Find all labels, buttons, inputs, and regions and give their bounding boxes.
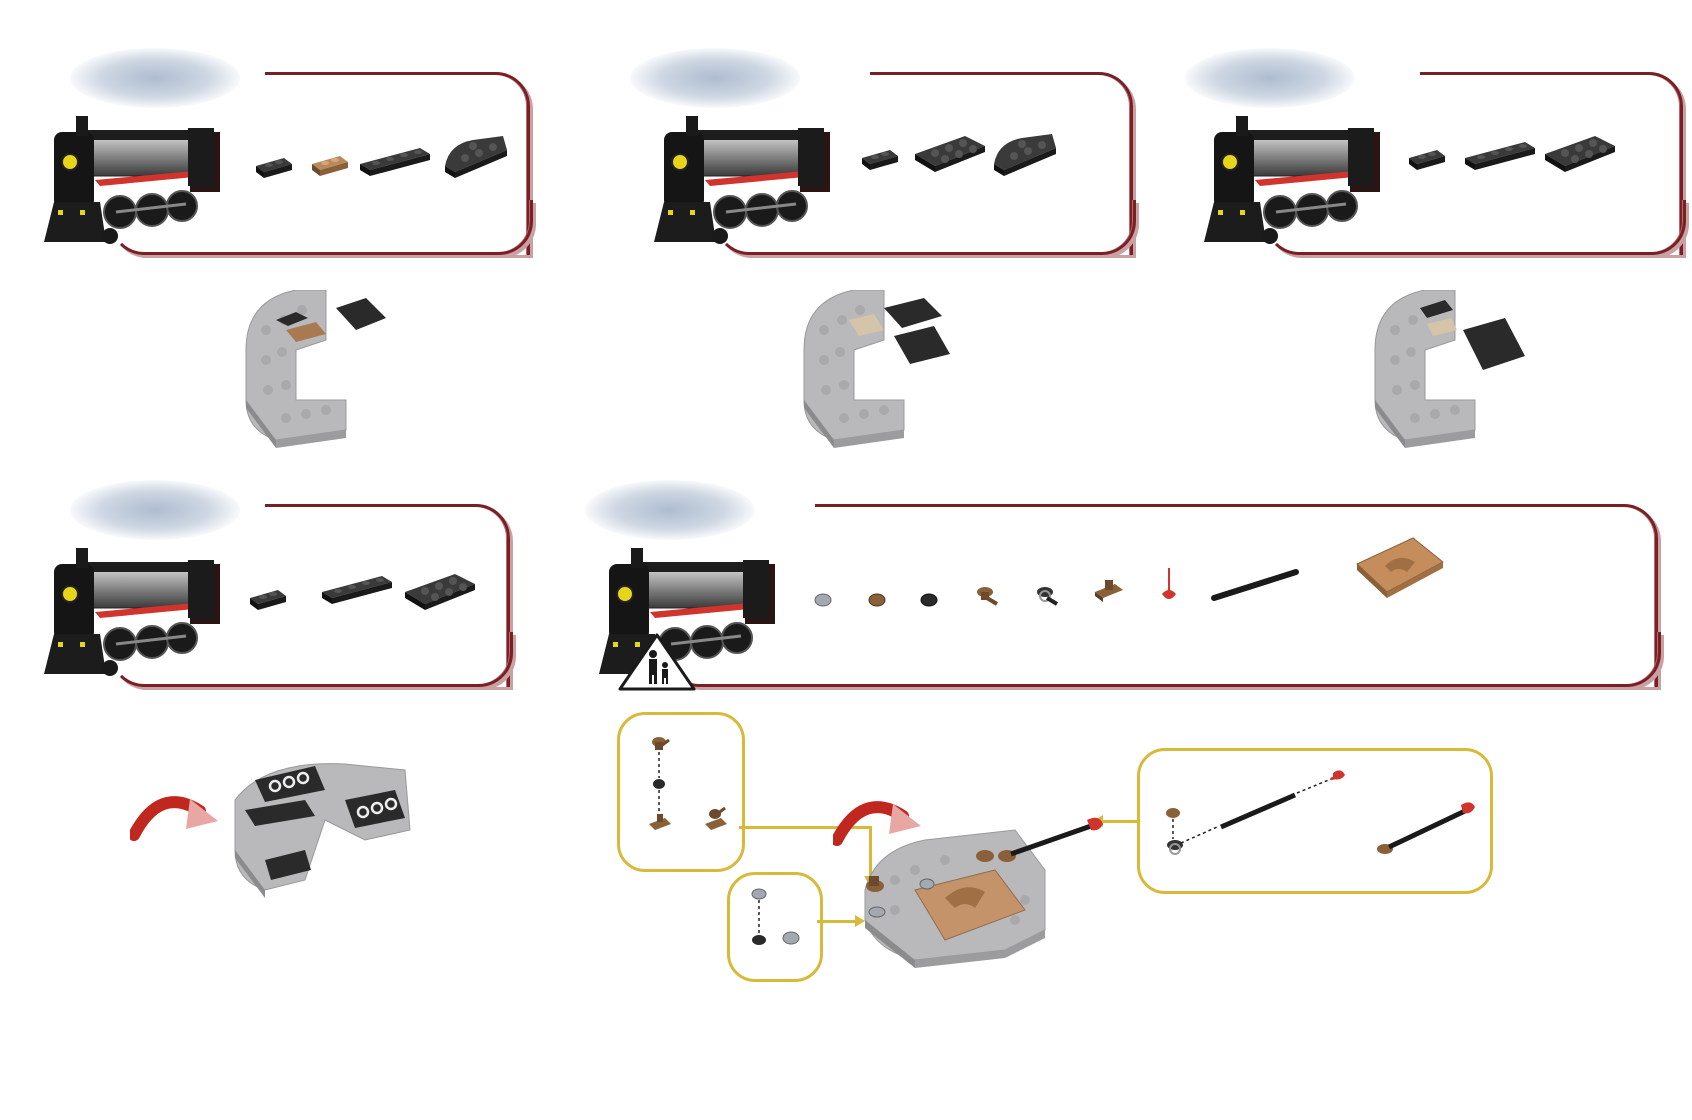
rotate-arrow-icon [130,785,220,845]
step-3 [1115,0,1675,440]
part-plate-2x3-black [405,574,479,614]
step-2 [560,0,1120,440]
part-bar-black [1210,568,1300,602]
part-tap-black [1035,584,1061,608]
step-5 [555,440,1692,1120]
part-tap-brown [975,584,1001,608]
part-plate-2x3-black [1545,136,1619,176]
adult-supervision-warning-icon [617,632,697,692]
step-1 [0,0,540,440]
part-plate-1x4-black [360,148,434,178]
part-plate-1x4-black [322,576,396,606]
part-plate-1x2-black [1409,150,1449,174]
steam-locomotive-icon [40,504,240,684]
steam-locomotive-icon [650,72,850,252]
build-result [794,290,994,460]
part-round-plate-black [919,592,939,608]
parts-panel-lower [665,632,1661,687]
part-round-plate-brown [867,592,887,608]
build-result [1365,290,1565,460]
part-round-plate-grey [813,592,833,608]
callout-tap-assembly-parts [635,728,735,858]
part-tile-tan-large [1355,536,1445,606]
part-plate-1x2-tan [312,156,352,180]
part-plate-2x2-black [915,136,989,176]
connector-line [817,920,857,923]
build-result-assembled [855,800,1115,970]
callout-round-plates-parts [743,884,813,964]
part-bracket-brown [1093,578,1125,604]
step-4 [0,440,540,920]
part-plate-1x2-black [256,158,296,182]
steam-locomotive-icon [1200,72,1400,252]
part-plate-1x4-rail-black [1465,142,1539,172]
build-result [236,290,416,460]
part-plate-1x2-black [862,150,902,174]
callout-lever-assembly-parts [1145,765,1485,875]
part-plate-1x2-black [250,590,290,614]
part-wedge-plate-black [445,136,511,182]
steam-locomotive-icon [40,72,240,252]
part-antenna-red [1159,566,1179,606]
part-wedge-plate-black [994,134,1070,180]
build-result-flipped [225,760,425,920]
